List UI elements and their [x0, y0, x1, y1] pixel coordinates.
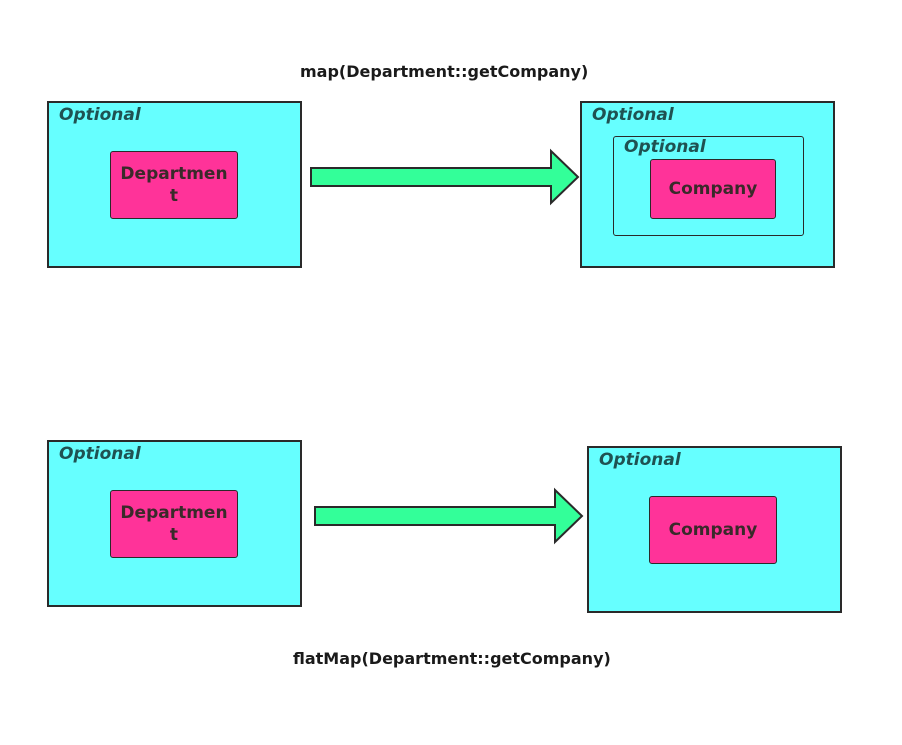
company-box: Company [649, 496, 777, 564]
map-arrow [310, 148, 580, 206]
optional-box-nested: Optional Company [613, 136, 804, 236]
optional-label: Optional [59, 105, 141, 125]
department-box: Departmen t [110, 490, 238, 558]
department-label: Departmen t [120, 164, 228, 206]
map-caption: map(Department::getCompany) [300, 62, 589, 81]
company-label: Company [668, 179, 758, 199]
optional-label: Optional [599, 450, 681, 470]
flatmap-arrow [314, 487, 584, 545]
department-box: Departmen t [110, 151, 238, 219]
optional-label: Optional [592, 105, 674, 125]
optional-label: Optional [59, 444, 141, 464]
department-label: Departmen t [120, 503, 228, 545]
company-label: Company [668, 520, 758, 540]
company-box-nested: Company [650, 159, 776, 219]
optional-box-result-map: Optional Optional Company [580, 101, 835, 268]
optional-label-nested: Optional [624, 137, 706, 157]
flatmap-arrow-shape [314, 487, 584, 545]
optional-box-source-flatmap: Optional Departmen t [47, 440, 302, 607]
flatmap-caption: flatMap(Department::getCompany) [293, 649, 611, 668]
map-arrow-shape [310, 148, 580, 206]
optional-box-result-flatmap: Optional Company [587, 446, 842, 613]
optional-box-source-map: Optional Departmen t [47, 101, 302, 268]
